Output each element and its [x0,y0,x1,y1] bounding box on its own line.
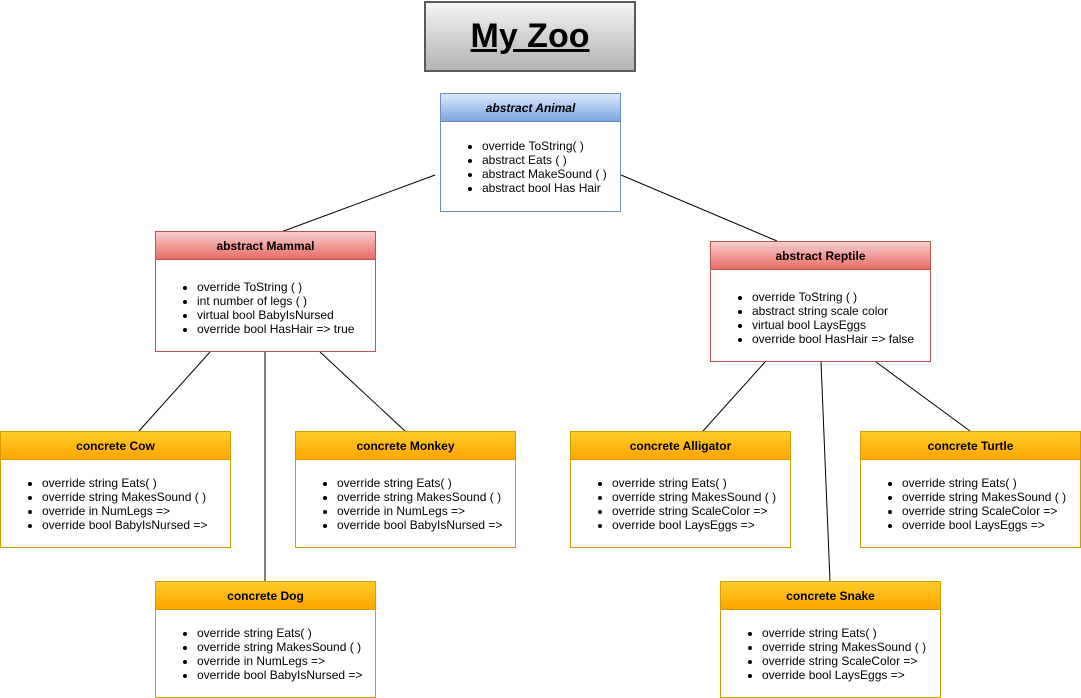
edge-reptile-alligator [702,361,766,432]
class-box-alligator: concrete Alligator override string Eats(… [570,431,791,548]
class-member: abstract MakeSound ( ) [482,167,620,181]
class-box-dog: concrete Dog override string Eats( )over… [155,581,376,698]
class-member: virtual bool LaysEggs [752,318,930,332]
class-member: override string Eats( ) [337,476,515,490]
diagram-title-box: My Zoo [424,1,636,72]
class-header-turtle: concrete Turtle [861,432,1080,460]
class-member: override ToString ( ) [197,280,375,294]
class-member: override ToString( ) [482,139,620,153]
diagram-title: My Zoo [470,17,590,55]
class-member: override string Eats( ) [197,626,375,640]
member-list-alligator: override string Eats( )override string M… [571,460,790,532]
class-box-monkey: concrete Monkey override string Eats( )o… [295,431,516,548]
class-member: abstract string scale color [752,304,930,318]
member-list-animal: override ToString( )abstract Eats ( )abs… [441,122,620,195]
class-box-snake: concrete Snake override string Eats( )ov… [720,581,941,698]
edge-mammal-monkey [319,351,406,432]
class-box-cow: concrete Cow override string Eats( )over… [0,431,231,548]
class-member: abstract Eats ( ) [482,153,620,167]
edge-animal-reptile [620,174,778,242]
class-member: virtual bool BabyIsNursed [197,308,375,322]
class-member: override string Eats( ) [762,626,940,640]
class-member: override string Eats( ) [612,476,790,490]
edge-reptile-turtle [875,361,971,432]
class-member: override bool HasHair => true [197,322,375,336]
edge-reptile-snake [820,361,831,582]
class-member: int number of legs ( ) [197,294,375,308]
class-member: override bool BabyIsNursed => [197,668,375,682]
class-member: override string MakesSound ( ) [762,640,940,654]
class-header-monkey: concrete Monkey [296,432,515,460]
member-list-dog: override string Eats( )override string M… [156,610,375,682]
class-member: override bool HasHair => false [752,332,930,346]
class-member: override bool LaysEggs => [612,518,790,532]
class-member: override bool LaysEggs => [902,518,1080,532]
class-member: override in NumLegs => [337,504,515,518]
class-member: override string MakesSound ( ) [612,490,790,504]
member-list-mammal: override ToString ( )int number of legs … [156,260,375,336]
class-member: override string MakesSound ( ) [337,490,515,504]
class-header-alligator: concrete Alligator [571,432,790,460]
member-list-reptile: override ToString ( )abstract string sca… [711,270,930,346]
class-member: override string MakesSound ( ) [197,640,375,654]
class-member: override bool LaysEggs => [762,668,940,682]
class-box-mammal: abstract Mammal override ToString ( )int… [155,231,376,352]
edge-mammal-cow [138,351,211,432]
class-member: override in NumLegs => [42,504,230,518]
member-list-snake: override string Eats( )override string M… [721,610,940,682]
member-list-cow: override string Eats( )override string M… [1,460,230,532]
class-member: abstract bool Has Hair [482,181,620,195]
class-header-reptile: abstract Reptile [711,242,930,270]
class-header-cow: concrete Cow [1,432,230,460]
class-header-animal: abstract Animal [441,94,620,122]
class-box-turtle: concrete Turtle override string Eats( )o… [860,431,1081,548]
class-header-mammal: abstract Mammal [156,232,375,260]
class-member: override string MakesSound ( ) [42,490,230,504]
class-member: override string ScaleColor => [762,654,940,668]
member-list-monkey: override string Eats( )override string M… [296,460,515,532]
class-member: override string ScaleColor => [612,504,790,518]
class-box-animal: abstract Animal override ToString( )abst… [440,93,621,212]
class-header-dog: concrete Dog [156,582,375,610]
member-list-turtle: override string Eats( )override string M… [861,460,1080,532]
class-member: override string Eats( ) [902,476,1080,490]
class-member: override bool BabyIsNursed => [337,518,515,532]
class-member: override string Eats( ) [42,476,230,490]
class-header-snake: concrete Snake [721,582,940,610]
class-member: override in NumLegs => [197,654,375,668]
class-box-reptile: abstract Reptile override ToString ( )ab… [710,241,931,362]
class-member: override ToString ( ) [752,290,930,304]
class-member: override string ScaleColor => [902,504,1080,518]
class-member: override string MakesSound ( ) [902,490,1080,504]
edge-animal-mammal [280,174,436,233]
class-member: override bool BabyIsNursed => [42,518,230,532]
